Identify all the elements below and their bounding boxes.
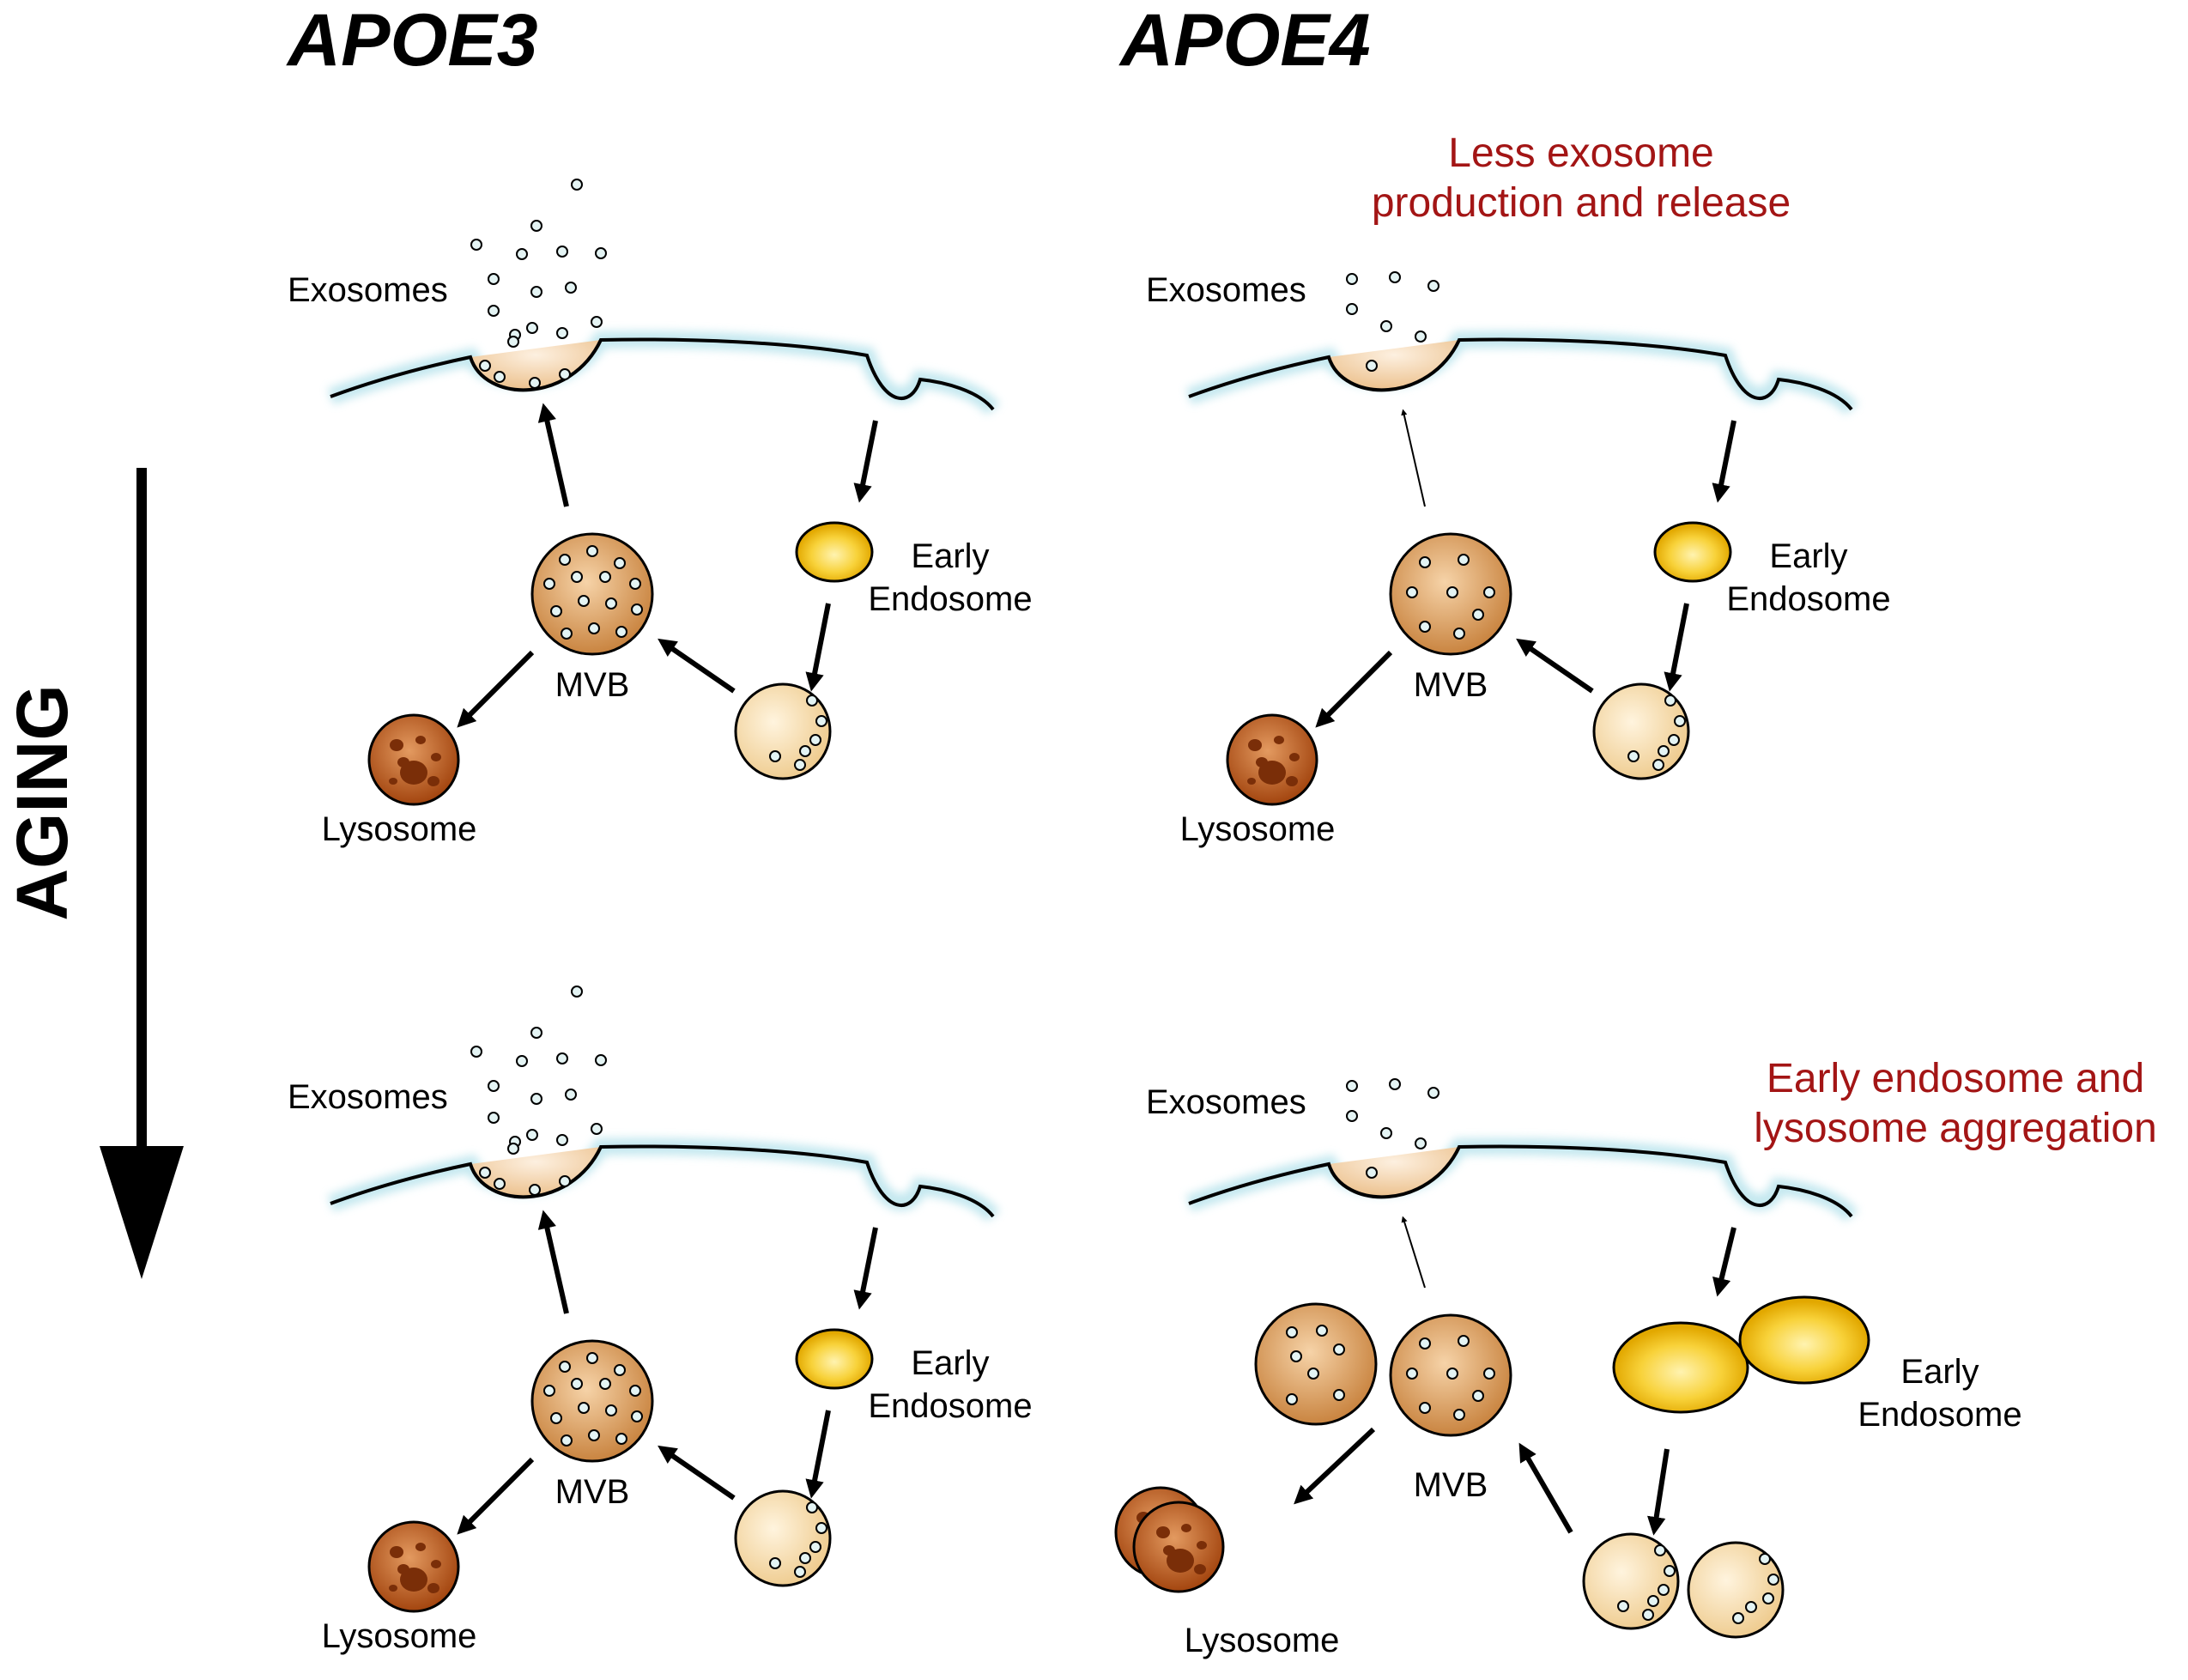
exosome-cloud [470,986,607,1155]
arrow-to-early [853,420,878,503]
arrow-mvb-to-lysosome [1315,650,1393,728]
label-mvb: MVB [555,1473,630,1511]
label-exosomes: Exosomes [1146,1083,1306,1121]
aggregation-extras [1132,1302,1785,1639]
annotation-bottom-right: Early endosome and lysosome aggregation [1754,1056,2157,1151]
label-endosome: Endosome [1726,580,1890,618]
aging-label: AGING [2,684,82,920]
arrow-mvb-to-membrane [537,403,569,507]
arrow-early-to-late [1664,603,1689,692]
arrow-early-to-late [805,1410,831,1499]
mvb [1389,532,1512,656]
exosome-cloud [1346,271,1439,343]
annotation-top-right: Less exosome production and release [1372,130,1791,226]
label-exosomes: Exosomes [288,271,448,309]
exosome-cloud [1346,1078,1439,1149]
header-apoe3: APOE3 [286,0,538,82]
late-endosome [734,682,832,780]
annotation-bottom-right-line1: Early endosome and [1767,1056,2144,1101]
panel-apoe3-aged: Exosomes Early Endosome MVB Lysosome [288,986,1033,1655]
arrow-late-to-mvb [658,638,736,694]
exosome-cloud [470,179,607,348]
label-exosomes: Exosomes [1146,271,1306,309]
plasma-membrane [330,1144,995,1218]
plasma-membrane [1188,337,1853,411]
arrow-late-to-mvb [658,1445,736,1501]
early-endosome [1653,521,1732,583]
label-lysosome: Lysosome [1185,1622,1340,1659]
label-lysosome: Lysosome [322,810,477,848]
label-lysosome: Lysosome [322,1617,477,1655]
label-mvb: MVB [1414,666,1488,704]
late-endosome [1582,1532,1680,1630]
label-early: Early [1900,1353,1979,1391]
arrow-late-to-mvb [1516,638,1594,694]
late-endosome [1592,682,1690,780]
arrow-mvb-to-lysosome [1294,1427,1376,1505]
header-apoe4: APOE4 [1118,0,1371,82]
early-endosome [795,1328,874,1390]
mvb [530,532,654,656]
lysosome [1226,713,1318,806]
panel-apoe4-aged: Exosomes Early Endosome MVB Lysosome [1114,1078,2022,1659]
label-endosome: Endosome [1858,1396,2021,1434]
annotation-top-right-line2: production and release [1372,180,1791,226]
arrow-mvb-to-membrane [1401,1216,1426,1289]
arrow-mvb-to-membrane [537,1210,569,1314]
label-endosome: Endosome [868,580,1032,618]
label-early: Early [911,1344,989,1382]
label-mvb: MVB [555,666,630,704]
late-endosome [734,1489,832,1587]
annotation-top-right-line1: Less exosome [1448,130,1714,176]
arrow-early-to-late [1646,1448,1670,1536]
panel-apoe3-young: Exosomes Early Endosome MVB Lysosome [288,179,1033,848]
extra-lysosome [1132,1501,1225,1593]
label-exosomes: Exosomes [288,1078,448,1116]
aging-arrow-head [100,1146,184,1279]
extra-late-endosome [1687,1541,1785,1639]
arrow-mvb-to-lysosome [457,650,535,728]
lysosome [367,713,460,806]
label-early: Early [911,537,989,575]
annotation-bottom-right-line2: lysosome aggregation [1754,1106,2157,1151]
arrow-late-to-mvb [1518,1442,1573,1534]
lysosome [367,1520,460,1613]
panel-apoe4-young: Exosomes Early Endosome MVB Lysosome [1146,271,1891,848]
plasma-membrane [330,337,995,411]
arrow-to-early [1712,1227,1736,1297]
budding-pit [1329,1147,1459,1198]
early-endosome-2 [1738,1295,1870,1385]
label-mvb: MVB [1414,1466,1488,1504]
arrow-to-early [853,1227,878,1310]
label-endosome: Endosome [868,1387,1032,1425]
arrow-mvb-to-lysosome [457,1457,535,1535]
extra-mvb [1254,1302,1378,1426]
early-endosome [1612,1321,1749,1414]
early-endosome [795,521,874,583]
arrow-to-early [1712,420,1736,503]
mvb [1389,1313,1512,1437]
mvb [530,1339,654,1463]
label-early: Early [1769,537,1847,575]
arrow-early-to-late [805,603,831,692]
plasma-membrane [1188,1144,1853,1218]
budding-pit [1329,340,1459,391]
arrow-mvb-to-membrane [1401,409,1426,507]
label-lysosome: Lysosome [1180,810,1336,848]
